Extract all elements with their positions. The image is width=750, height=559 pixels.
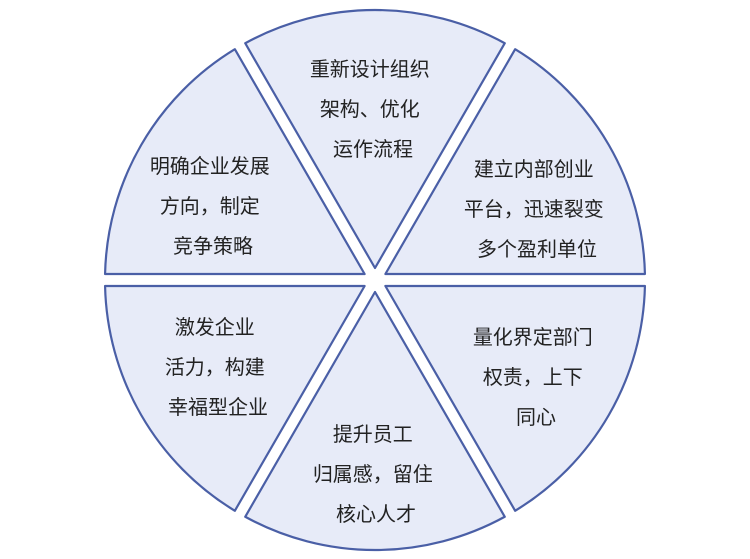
segment-lower-right-text: 量化界定部门 权责，上下 同心 [473, 325, 599, 429]
segment-lower-left-line-3: 幸福型企业 [168, 395, 268, 419]
segment-lower-right: 量化界定部门 权责，上下 同心 [384, 284, 647, 512]
segment-top: 重新设计组织 架构、优化 运作流程 [244, 8, 506, 270]
segment-bottom-text: 提升员工 归属感，留住 核心人才 [313, 422, 439, 526]
segment-top-line-2: 架构、优化 [320, 97, 420, 121]
segment-top-text: 重新设计组织 架构、优化 运作流程 [310, 57, 436, 161]
segment-upper-right-line-1: 建立内部创业 [474, 157, 594, 181]
segment-bottom: 提升员工 归属感，留住 核心人才 [244, 290, 506, 552]
segment-upper-left-line-2: 方向，制定 [160, 194, 260, 218]
segment-lower-right-line-3: 同心 [516, 405, 556, 429]
segment-lower-left-text: 激发企业 活力，构建 幸福型企业 [165, 315, 271, 419]
segment-lower-right-line-1: 量化界定部门 [473, 325, 593, 349]
segment-top-line-3: 运作流程 [333, 137, 413, 161]
segment-upper-right-text: 建立内部创业 平台，迅速裂变 多个盈利单位 [464, 157, 610, 261]
segment-upper-left-shape [103, 48, 366, 276]
segment-lower-right-shape [384, 284, 647, 512]
segment-lower-right-line-2: 权责，上下 [483, 365, 583, 389]
segment-upper-left-text: 明确企业发展 方向，制定 竞争策略 [150, 154, 276, 258]
segment-upper-left: 明确企业发展 方向，制定 竞争策略 [103, 48, 366, 276]
segment-bottom-shape [244, 290, 506, 552]
segment-upper-right-line-2: 平台，迅速裂变 [464, 197, 604, 221]
segment-lower-left-shape [103, 284, 366, 512]
segment-top-line-1: 重新设计组织 [310, 57, 430, 81]
segment-bottom-line-3: 核心人才 [336, 502, 416, 526]
segment-upper-right-line-3: 多个盈利单位 [477, 237, 597, 261]
segment-bottom-line-1: 提升员工 [333, 422, 413, 446]
segment-bottom-line-2: 归属感，留住 [313, 462, 433, 486]
segment-upper-right: 建立内部创业 平台，迅速裂变 多个盈利单位 [384, 48, 647, 276]
segment-top-shape [244, 8, 506, 270]
segment-upper-left-line-1: 明确企业发展 [150, 154, 270, 178]
segment-upper-left-line-3: 竞争策略 [173, 234, 253, 258]
segment-lower-left: 激发企业 活力，构建 幸福型企业 [103, 284, 366, 512]
segment-lower-left-line-1: 激发企业 [175, 315, 255, 339]
segment-lower-left-line-2: 活力，构建 [165, 355, 265, 379]
segment-upper-right-shape [384, 48, 647, 276]
